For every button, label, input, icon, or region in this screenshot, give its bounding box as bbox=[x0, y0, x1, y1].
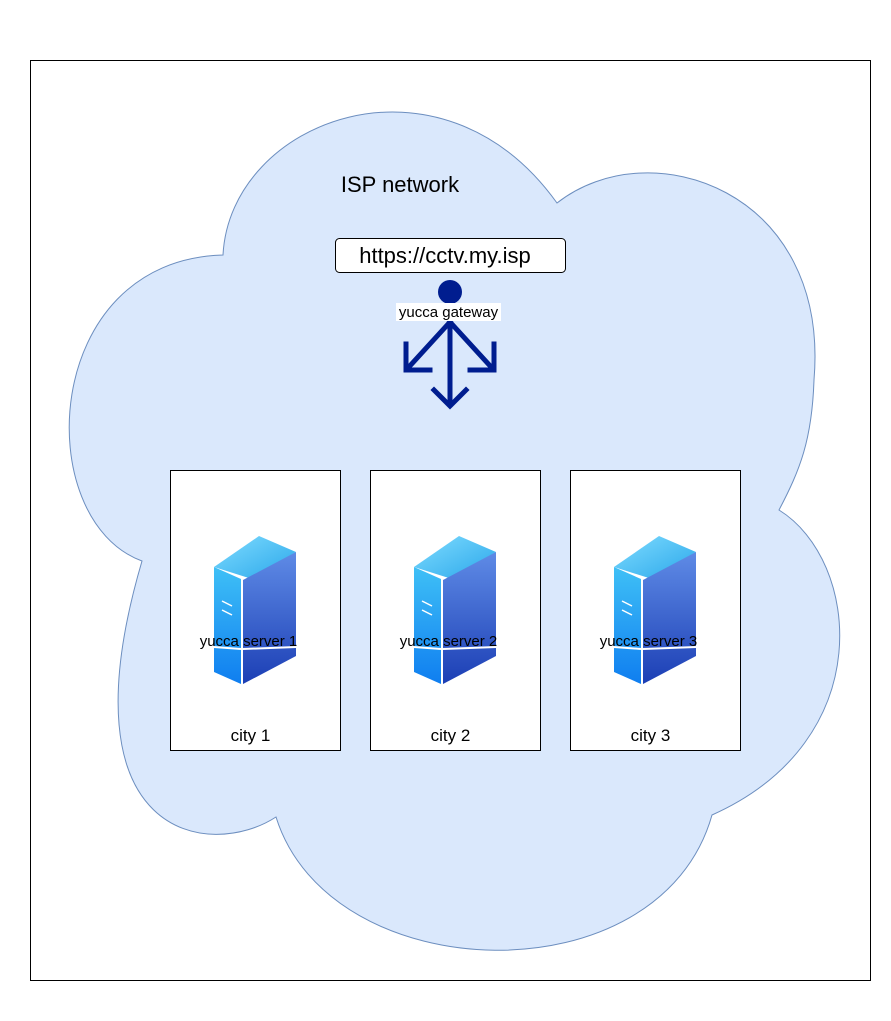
gateway-url-box: https://cctv.my.isp bbox=[335, 238, 566, 273]
split-arrow-icon bbox=[403, 318, 497, 410]
server-label: yucca server 2 bbox=[400, 633, 498, 650]
city-label: city 2 bbox=[431, 726, 471, 745]
cloud-title: ISP network bbox=[341, 172, 460, 197]
gateway-url: https://cctv.my.isp bbox=[359, 243, 531, 268]
city-label: city 3 bbox=[631, 726, 671, 745]
city-box: yucca server 2 city 2 bbox=[370, 470, 541, 751]
city-box: yucca server 3 city 3 bbox=[570, 470, 741, 751]
city-label: city 1 bbox=[231, 726, 271, 745]
server-tower-icon bbox=[413, 536, 497, 684]
gateway-label-bg bbox=[396, 303, 501, 321]
server-tower-icon bbox=[213, 536, 297, 684]
server-tower-icon bbox=[613, 536, 697, 684]
server-label: yucca server 1 bbox=[200, 633, 298, 650]
city-box: yucca server 1 city 1 bbox=[170, 470, 341, 751]
gateway-node-icon bbox=[438, 280, 462, 304]
server-label: yucca server 3 bbox=[600, 633, 698, 650]
cities-layer: yucca server 1 city 1 yucca server 2 city 2… bbox=[170, 470, 741, 751]
gateway-label: yucca gateway bbox=[399, 304, 499, 321]
